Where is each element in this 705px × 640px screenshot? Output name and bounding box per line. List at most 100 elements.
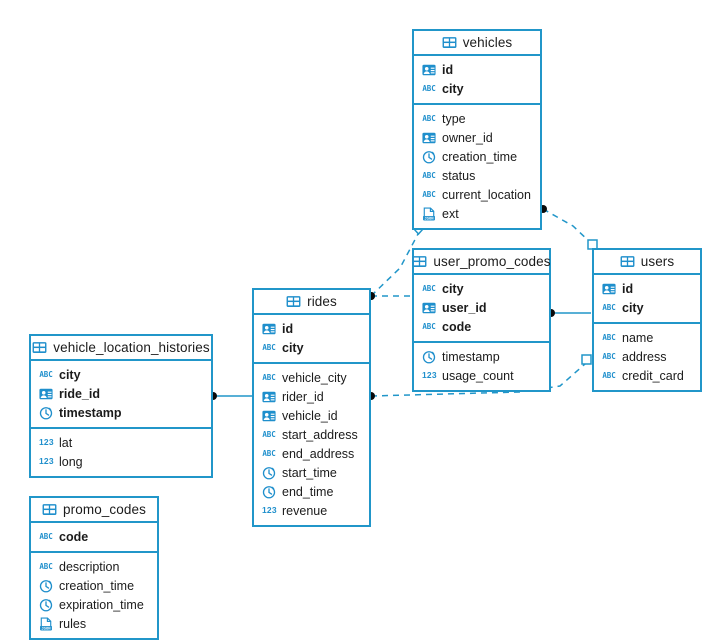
field-name: end_address — [282, 446, 355, 461]
field-name: user_id — [442, 300, 487, 315]
field-name: type — [442, 111, 466, 126]
field-row[interactable]: owner_id — [414, 128, 540, 147]
field-row[interactable]: id — [254, 319, 369, 338]
relationship-user-promo-codes-to-users[interactable] — [547, 309, 591, 317]
field-row[interactable]: creation_time — [414, 147, 540, 166]
table-header-vehicles[interactable]: vehicles — [414, 31, 540, 56]
table-icon — [286, 294, 301, 309]
field-name: rider_id — [282, 389, 324, 404]
table-title: user_promo_codes — [433, 254, 551, 269]
string-type-icon: ABC — [262, 342, 276, 352]
field-name: creation_time — [59, 578, 135, 593]
string-type-icon: ABC — [39, 531, 53, 541]
field-row[interactable]: id — [594, 279, 700, 298]
id-type-icon — [422, 131, 436, 145]
table-icon — [32, 340, 47, 355]
string-type-icon: ABC — [422, 321, 436, 331]
field-row[interactable]: ABC code — [31, 527, 157, 546]
svg-text:JSON: JSON — [424, 216, 434, 220]
id-type-icon — [39, 387, 53, 401]
table-icon — [42, 502, 57, 517]
field-name: start_address — [282, 427, 358, 442]
field-row[interactable]: ABC end_address — [254, 444, 369, 463]
primary-key-section: ABC code — [31, 523, 157, 553]
table-header-promo_codes[interactable]: promo_codes — [31, 498, 157, 523]
field-name: city — [622, 300, 644, 315]
field-row[interactable]: rider_id — [254, 387, 369, 406]
field-row[interactable]: start_time — [254, 463, 369, 482]
field-row[interactable]: creation_time — [31, 576, 157, 595]
field-name: code — [442, 319, 472, 334]
field-name: name — [622, 330, 654, 345]
field-row[interactable]: expiration_time — [31, 595, 157, 614]
field-name: timestamp — [442, 349, 500, 364]
field-row[interactable]: timestamp — [414, 347, 549, 366]
field-row[interactable]: ABC code — [414, 317, 549, 336]
field-row[interactable]: id — [414, 60, 540, 79]
field-row[interactable]: user_id — [414, 298, 549, 317]
field-row[interactable]: vehicle_id — [254, 406, 369, 425]
table-header-users[interactable]: users — [594, 250, 700, 275]
json-type-icon: JSON — [422, 206, 436, 221]
field-name: id — [622, 281, 634, 296]
field-row[interactable]: end_time — [254, 482, 369, 501]
string-type-icon: ABC — [262, 448, 276, 458]
json-type-icon: JSON — [39, 616, 53, 631]
svg-text:JSON: JSON — [41, 626, 51, 630]
number-type-icon: 123 — [422, 370, 437, 381]
table-icon — [620, 254, 635, 269]
field-name: code — [59, 529, 89, 544]
relationship-vehicle-location-histories-to-rides[interactable] — [209, 392, 252, 400]
field-row[interactable]: timestamp — [31, 403, 211, 422]
field-name: ride_id — [59, 386, 100, 401]
relationship-vehicles-to-users[interactable] — [539, 205, 598, 250]
string-type-icon: ABC — [39, 561, 53, 571]
string-type-icon: ABC — [422, 83, 436, 93]
field-row[interactable]: ride_id — [31, 384, 211, 403]
relationship-rides-to-user-promo-codes[interactable] — [367, 292, 411, 300]
field-name: owner_id — [442, 130, 493, 145]
timestamp-type-icon — [39, 406, 53, 420]
string-type-icon: ABC — [262, 372, 276, 382]
table-header-rides[interactable]: rides — [254, 290, 369, 315]
id-type-icon — [422, 63, 436, 77]
table-header-user_promo_codes[interactable]: user_promo_codes — [412, 250, 551, 275]
timestamp-type-icon — [262, 466, 276, 480]
field-name: status — [442, 168, 476, 183]
table-header-vehicle_location_histories[interactable]: vehicle_location_histories — [31, 336, 211, 361]
